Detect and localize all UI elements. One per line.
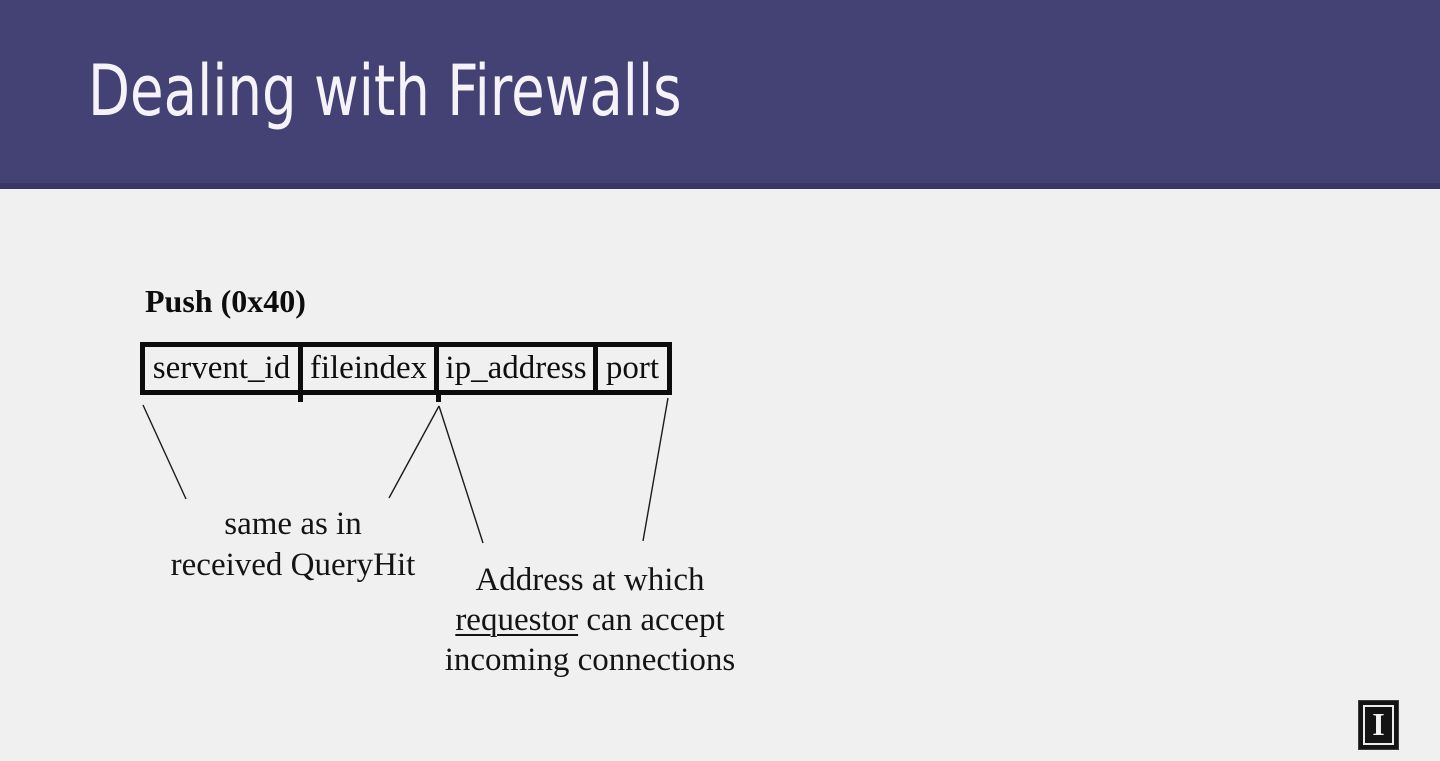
- annotation-underlined-word: requestor: [455, 602, 579, 638]
- pointer-line-port: [642, 397, 669, 542]
- annotation-address-line2-rest: can accept: [578, 602, 725, 638]
- annotation-address-line2: requestor can accept: [429, 600, 751, 640]
- pointer-line-ipaddress: [438, 405, 484, 544]
- annotation-queryhit-line2: received QueryHit: [170, 547, 416, 583]
- logo-letter-i: I: [1372, 705, 1385, 742]
- annotation-address-line1: Address at which: [475, 562, 705, 598]
- field-cell-servent_id: servent_id: [145, 347, 303, 390]
- annotation-queryhit-line1: same as in: [224, 506, 362, 542]
- slide-title: Dealing with Firewalls: [88, 50, 682, 132]
- slide-header-band: Dealing with Firewalls: [0, 0, 1440, 189]
- annotation-address: Address at which requestor can accept in…: [429, 560, 751, 680]
- logo-inner-frame: I: [1363, 705, 1394, 745]
- university-illinois-logo: I: [1358, 700, 1399, 750]
- annotation-queryhit: same as in received QueryHit: [158, 504, 428, 586]
- field-cell-ip_address: ip_address: [439, 347, 598, 390]
- push-message-label: Push (0x40): [145, 283, 306, 319]
- annotation-address-line3: incoming connections: [444, 642, 736, 678]
- field-cell-port: port: [605, 350, 660, 386]
- field-cell-fileindex: fileindex: [303, 347, 439, 390]
- pointer-line-serventid: [142, 404, 187, 500]
- pointer-line-fileindex: [388, 405, 440, 499]
